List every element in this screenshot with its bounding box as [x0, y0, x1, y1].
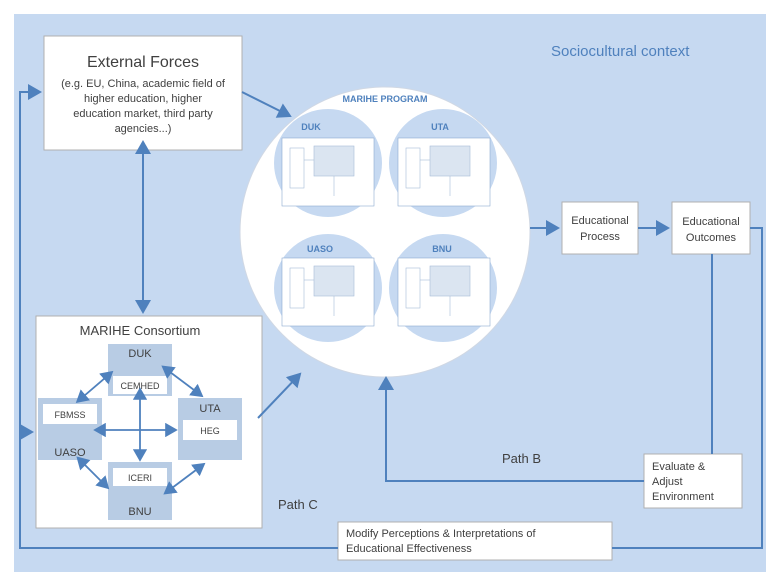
program-quadrant-uta: UTA [389, 109, 497, 217]
quadrant-label-bnu: BNU [432, 244, 452, 254]
path-b-label: Path B [502, 451, 541, 466]
institute-label-iceri: ICERI [128, 473, 152, 483]
arrow-forces-to-program [241, 91, 292, 118]
partner-label-duk: DUK [128, 348, 152, 360]
evaluate-line-2: Adjust [652, 476, 683, 488]
path-c-label: Path C [278, 497, 318, 512]
path-c-right-line [612, 227, 763, 549]
external-forces-box: External Forces (e.g. EU, China, academi… [43, 35, 243, 151]
marihe-consortium-box: MARIHE Consortium DUK CEMHED UTA HEG FBM… [35, 315, 263, 529]
quadrant-label-uta: UTA [431, 122, 449, 132]
arrow-uaso-duk [75, 370, 114, 404]
process-line-2: Process [580, 231, 620, 243]
modify-line-1: Modify Perceptions & Interpretations of [346, 528, 536, 540]
process-line-1: Educational [571, 215, 629, 227]
path-c-arrow-to-forces [19, 84, 42, 432]
external-forces-line-3: education market, third party [73, 108, 213, 120]
evaluate-line-1: Evaluate & [652, 461, 706, 473]
institute-box-iceri [113, 468, 167, 486]
program-quadrant-bnu: BNU [389, 234, 497, 342]
external-forces-line-2: higher education, higher [84, 93, 202, 105]
institute-box-fbmss [43, 404, 97, 424]
arrow-uaso-bnu [76, 456, 110, 490]
modify-perceptions-box: Modify Perceptions & Interpretations of … [337, 521, 613, 561]
outcomes-line-2: Outcomes [686, 232, 737, 244]
evaluate-line-3: Environment [652, 491, 714, 503]
institute-label-fbmss: FBMSS [54, 410, 85, 420]
educational-outcomes-box: Educational Outcomes [671, 201, 751, 255]
program-quadrant-duk: DUK [274, 109, 382, 217]
marihe-program-circle: MARIHE PROGRAM DUK UTA UASO [239, 86, 531, 378]
arrow-duk-uta [161, 365, 204, 398]
arrow-consortium-to-program [257, 372, 302, 419]
modify-line-2: Educational Effectiveness [346, 543, 472, 555]
partner-label-bnu: BNU [128, 506, 151, 518]
partner-label-uta: UTA [199, 403, 221, 415]
external-forces-line-1: (e.g. EU, China, academic field of [61, 78, 226, 90]
institute-label-cemhed: CEMHED [120, 381, 160, 391]
outcomes-line-1: Educational [682, 216, 740, 228]
marihe-program-title: MARIHE PROGRAM [343, 94, 428, 104]
sociocultural-context-label: Sociocultural context [551, 43, 690, 60]
quadrant-label-duk: DUK [301, 122, 321, 132]
evaluate-adjust-box: Evaluate & Adjust Environment [643, 453, 743, 509]
consortium-title: MARIHE Consortium [80, 323, 201, 338]
quadrant-label-uaso: UASO [307, 244, 333, 254]
institute-label-heg: HEG [200, 426, 220, 436]
institute-box-cemhed [113, 376, 167, 394]
partner-label-uaso: UASO [54, 447, 86, 459]
program-quadrant-uaso: UASO [274, 234, 382, 342]
path-c-arrow-to-consortium [19, 424, 338, 549]
arrow-bnu-uta [163, 462, 206, 495]
external-forces-line-4: agencies...) [115, 123, 172, 135]
external-forces-title: External Forces [87, 54, 199, 71]
path-b-arrow-to-program [378, 376, 644, 482]
educational-process-box: Educational Process [561, 201, 639, 255]
institute-box-heg [183, 420, 237, 440]
